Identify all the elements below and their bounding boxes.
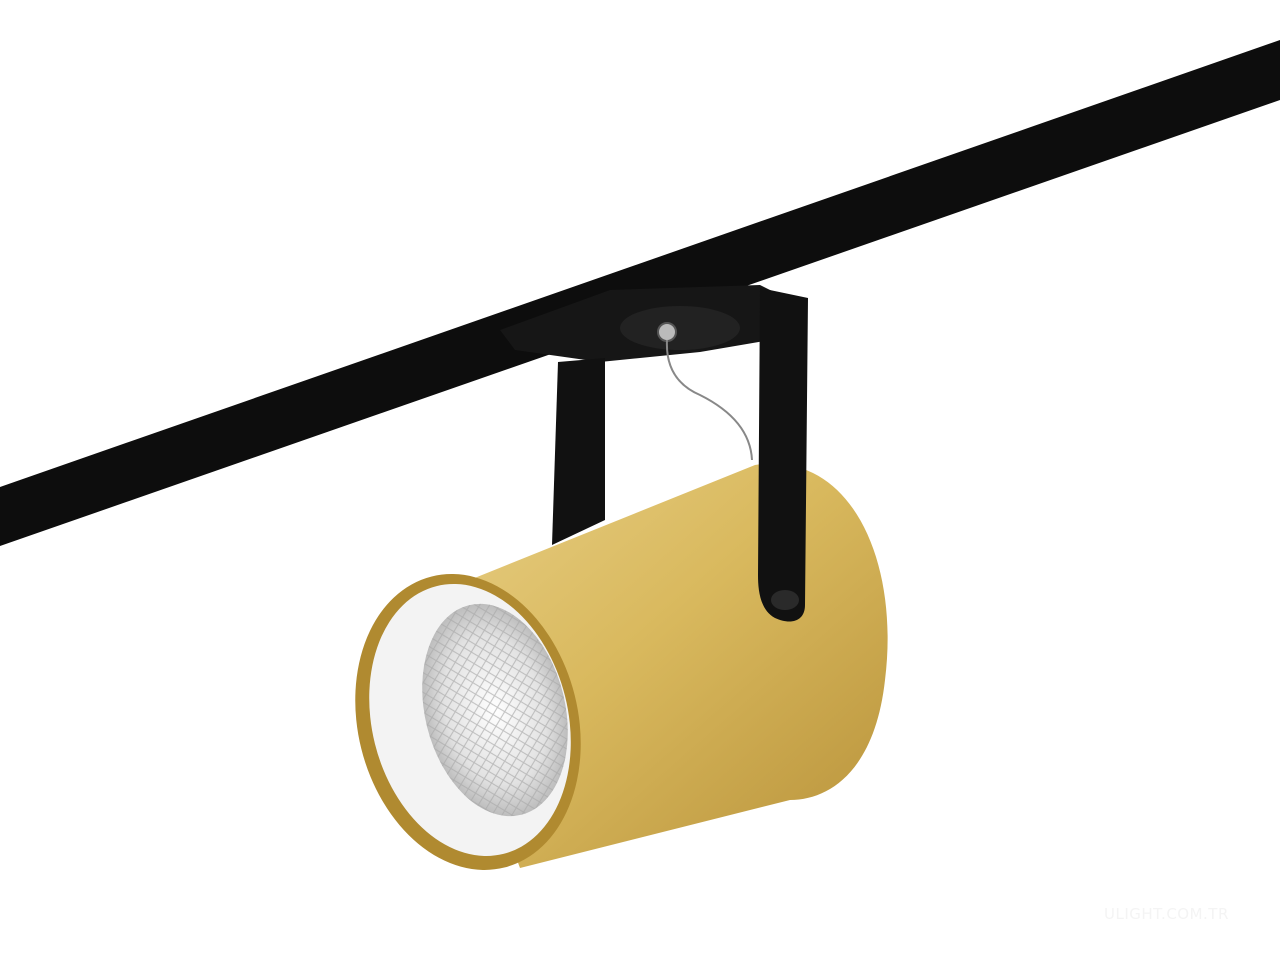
screw-icon (657, 322, 677, 342)
rotation-disc (620, 306, 740, 350)
watermark: ULIGHT.COM.TR (1104, 905, 1229, 923)
bracket-left (552, 358, 605, 545)
reflector-facets (422, 603, 568, 817)
bracket-right (758, 288, 808, 622)
safety-wire (665, 339, 753, 461)
bracket-knob (771, 590, 799, 610)
